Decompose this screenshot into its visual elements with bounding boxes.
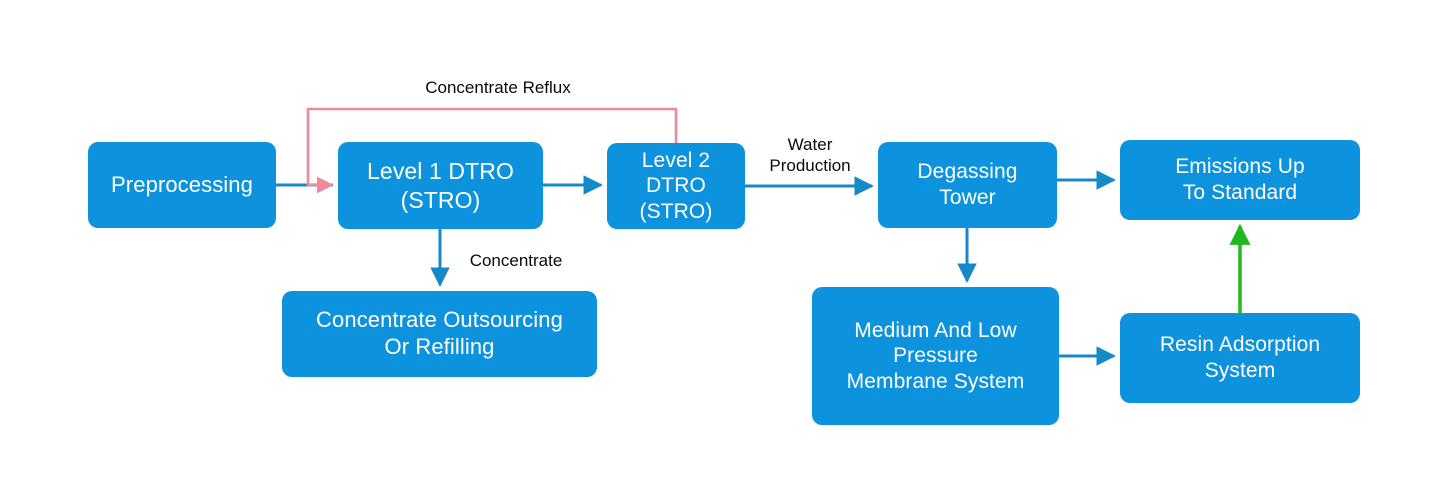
node-preprocessing[interactable]: Preprocessing [88,142,276,228]
node-emissions-up-to-standard[interactable]: Emissions Up To Standard [1120,140,1360,220]
node-level2-dtro[interactable]: Level 2 DTRO (STRO) [607,143,745,229]
node-resin-adsorption-system[interactable]: Resin Adsorption System [1120,313,1360,403]
edge-label-water-production: Water Production [769,135,851,176]
edge-label-concentrate-reflux: Concentrate Reflux [425,78,571,97]
edge-label-concentrate: Concentrate [469,251,563,270]
node-medium-low-pressure-membrane[interactable]: Medium And Low Pressure Membrane System [812,287,1059,425]
node-level1-dtro[interactable]: Level 1 DTRO (STRO) [338,142,543,229]
connector-concentrate-reflux [306,107,678,194]
node-degassing-tower[interactable]: Degassing Tower [878,142,1057,228]
node-concentrate-outsourcing[interactable]: Concentrate Outsourcing Or Refilling [282,291,597,377]
